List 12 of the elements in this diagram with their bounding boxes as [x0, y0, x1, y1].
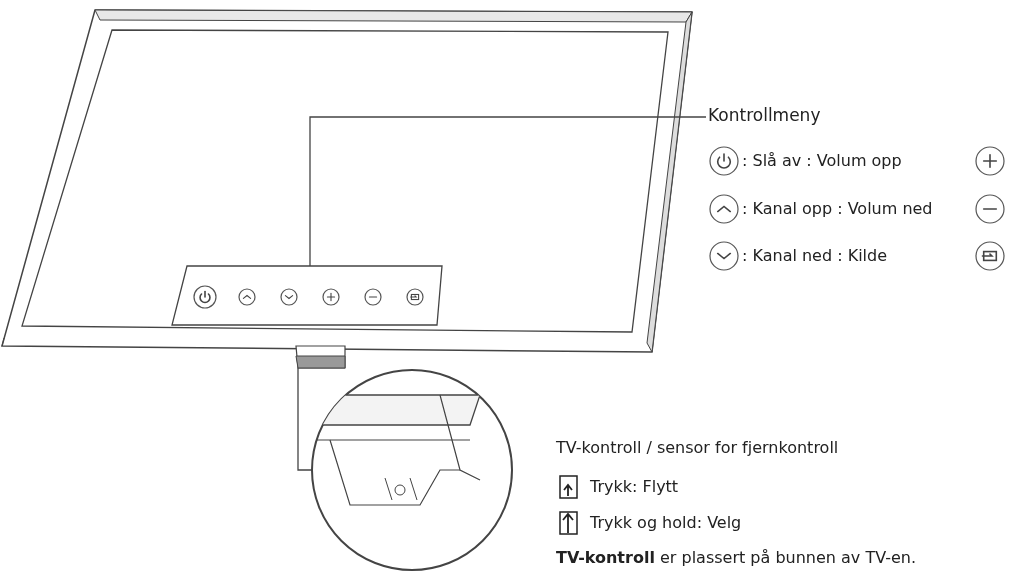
control-stick [295, 345, 346, 369]
note-text: TV-kontroll er plassert på bunnen av TV-en. [556, 548, 916, 568]
leader-line [297, 367, 313, 471]
heading: Kontrollmeny [708, 105, 821, 125]
magnified-view-drawing [311, 369, 513, 571]
section-heading: TV-kontroll / sensor for fjernkontroll [556, 438, 839, 458]
button-description: : Kanal opp : Volum ned [742, 199, 933, 219]
leader-line [309, 116, 707, 267]
button-description: : Kanal ned : Kilde [742, 246, 888, 266]
instruction-text: Trykk: Flytt [590, 477, 679, 497]
instruction-text: Trykk og hold: Velg [590, 513, 742, 533]
button-description: : Slå av : Volum opp [742, 151, 902, 171]
